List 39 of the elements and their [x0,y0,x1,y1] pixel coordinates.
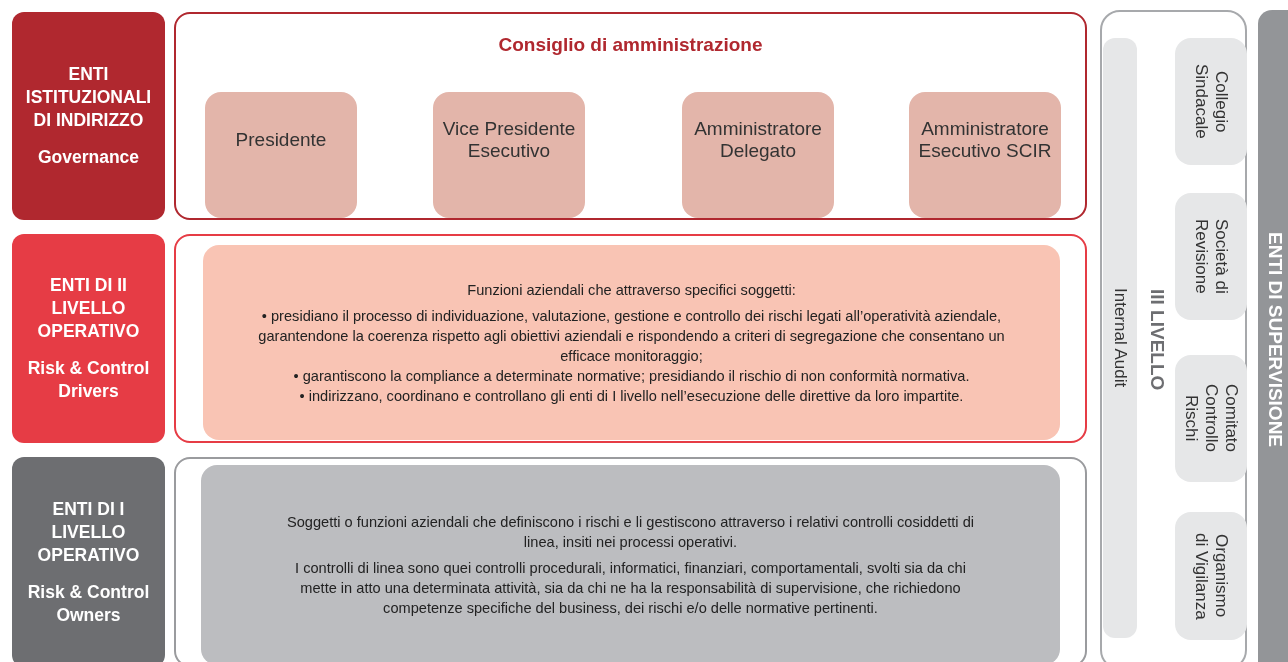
member-box [205,92,357,218]
entity-box [1175,193,1247,320]
entity-box [1175,355,1247,482]
audit-label: Internal Audit [1110,288,1130,388]
level-panel [12,457,165,662]
level-title: III LIVELLO [1146,288,1168,393]
level-role: Risk & Control Owners [26,580,151,627]
level-panel [12,12,165,220]
level-panel [12,234,165,443]
level-heading: ENTI ISTITUZIONALI DI INDIRIZZO [24,63,153,132]
supervision-label: ENTI DI SUPERVISIONE [1264,232,1286,448]
member-label: Amministratore Esecutivo SCIR [917,118,1053,162]
entity-box [1175,38,1247,165]
level-heading: ENTI DI II LIVELLO OPERATIVO [36,274,141,343]
entity-box [1175,512,1247,640]
frame-title: Consiglio di amministrazione [497,34,764,56]
member-label: Presidente [234,129,328,151]
description-text: Funzioni aziendali che attraverso specifici soggetti: [466,280,797,300]
entity-label: Collegio Sindacale [1191,63,1231,141]
description-text: • garantiscono la compliance a determinate normative; presidiando il rischio di non conformità normativa. [292,366,971,386]
description-text: • indirizzano, coordinano e controllano gli enti di I livello nell’esecuzione delle direttive da loro impartite. [298,386,965,406]
level-role: Governance [36,146,141,169]
audit-bar [1103,38,1137,638]
level-role: Risk & Control Drivers [26,357,151,403]
member-box [909,92,1061,218]
member-box [682,92,834,218]
description-text: Soggetti o funzioni aziendali che definiscono i rischi e li gestiscono attraverso i relativi controlli cosiddetti di linea, insiti nei processi operativi. [285,513,976,552]
description-text: • presidiano il processo di individuazione, valutazione, gestione e controllo dei rischi legati all’operatività aziendale, garantendone la coerenza rispetto agli obiettivi aziendali e rispondendo a criteri di segregazione che consentano un efficace monitoraggio; [257,306,1006,366]
entity-label: Società di Revisione [1191,218,1231,296]
description-text: I controlli di linea sono quei controlli procedurali, informatici, finanziari, comportamentali, svolti sia da chi mette in atto una determinata attività, sia da chi ne ha la responsabilità di supervisione, che richiedono competenze specifiche del business, dei rischi e/o delle normative pertinenti. [294,559,967,618]
group-frame [174,12,1087,220]
member-label: Amministratore Delegato [693,118,823,162]
supervision-bar [1258,10,1288,662]
group-frame [1100,10,1247,662]
entity-label: Comitato Controllo Rischi [1181,383,1241,455]
member-box [433,92,585,218]
level-heading: ENTI DI I LIVELLO OPERATIVO [36,497,141,567]
member-label: Vice Presidente Esecutivo [441,118,577,162]
entity-label: Organismo di Vigilanza [1191,531,1231,622]
